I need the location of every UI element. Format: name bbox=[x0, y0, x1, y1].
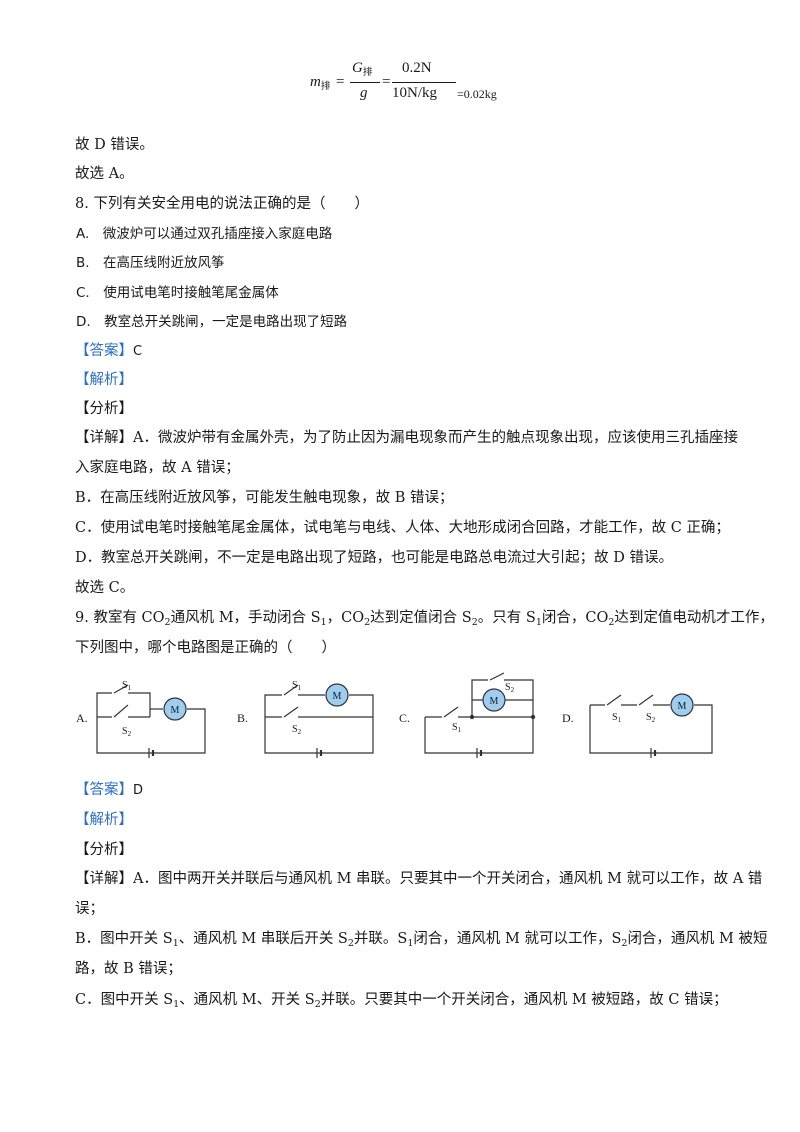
equals-sign-2: = bbox=[382, 74, 391, 90]
motor-a-label: M bbox=[171, 705, 180, 716]
mass-formula: m排 = G排 g = 0.2N 10N/kg =0.02kg bbox=[310, 60, 510, 110]
detail-line: 【详解】A．微波炉带有金属外壳，为了防止因为漏电现象而产生的触点现象出现，应该使… bbox=[75, 430, 738, 446]
detail-line: C．图中开关 S1、通风机 M、开关 S2并联。只要其中一个开关闭合，通风机 M… bbox=[75, 992, 728, 1010]
circuit-c-letter: C. bbox=[399, 711, 410, 725]
question-8: 8. 下列有关安全用电的说法正确的是（ ） bbox=[75, 196, 369, 212]
detail-line: B．图中开关 S1、通风机 M 串联后开关 S2并联。S1闭合，通风机 M 就可… bbox=[75, 931, 768, 949]
fraction1-denominator: g bbox=[360, 85, 368, 101]
b-s1: S1 bbox=[292, 680, 302, 692]
c-s1: S1 bbox=[452, 722, 462, 734]
detail-line: 误； bbox=[75, 901, 104, 917]
question-9: 9. 教室有 CO2通风机 M，手动闭合 S1，CO2达到定值闭合 S2。只有 … bbox=[75, 610, 774, 628]
circuit-b bbox=[264, 684, 374, 758]
circuit-a bbox=[96, 684, 206, 758]
text-line: 故选 A。 bbox=[75, 166, 134, 182]
answer-tag: 【答案】 bbox=[75, 782, 133, 798]
answer-value: D bbox=[133, 783, 144, 798]
motor-b-icon bbox=[325, 683, 349, 707]
a-s2: S2 bbox=[122, 726, 132, 738]
a-s1: S1 bbox=[122, 680, 132, 692]
question-9-line2: 下列图中，哪个电路图是正确的（ ） bbox=[75, 640, 336, 656]
circuit-d bbox=[589, 694, 713, 758]
detail-line: 入家庭电路，故 A 错误； bbox=[75, 460, 240, 476]
fraction2-bar bbox=[392, 82, 456, 83]
answer-tag: 【答案】 bbox=[75, 343, 133, 359]
formula-lhs: m排 bbox=[310, 74, 331, 92]
option-a: A. 微波炉可以通过双孔插座接入家庭电路 bbox=[76, 226, 333, 242]
detail-line: B．在高压线附近放风筝，可能发生触电现象，故 B 错误； bbox=[75, 490, 454, 506]
option-b: B. 在高压线附近放风筝 bbox=[76, 255, 225, 271]
motor-a-icon bbox=[163, 697, 187, 721]
c-s2: S2 bbox=[505, 682, 515, 694]
text-line: 故 D 错误。 bbox=[75, 137, 154, 153]
fraction2-denominator: 10N/kg bbox=[392, 85, 437, 101]
fraction1-numerator: G排 bbox=[352, 60, 373, 78]
motor-c-label: M bbox=[490, 696, 499, 707]
option-d: D. 教室总开关跳闸，一定是电路出现了短路 bbox=[76, 314, 348, 330]
circuit-b-letter: B. bbox=[237, 711, 248, 725]
detail-line: C．使用试电笔时接触笔尾金属体，试电笔与电线、人体、大地形成闭合回路，才能工作，… bbox=[75, 520, 730, 536]
motor-d-icon bbox=[670, 693, 694, 717]
analysis-tag: 【解析】 bbox=[75, 812, 133, 828]
answer-9: 【答案】D bbox=[75, 780, 143, 801]
formula-result: =0.02kg bbox=[457, 87, 497, 101]
detail-line: D．教室总开关跳闸，不一定是电路出现了短路，也可能是电路总电流过大引起；故 D … bbox=[75, 550, 673, 566]
fenxi-heading: 【分析】 bbox=[75, 401, 133, 417]
d-s2: S2 bbox=[646, 712, 656, 724]
fraction1-bar bbox=[350, 82, 380, 83]
circuit-diagrams: M M M M A. B. C. D. S1 S2 S1 S2 S2 S1 S1… bbox=[76, 672, 713, 758]
motor-c-icon bbox=[482, 688, 506, 712]
b-s2: S2 bbox=[292, 724, 302, 736]
circuit-d-letter: D. bbox=[562, 711, 574, 725]
motor-b-label: M bbox=[333, 691, 342, 702]
equals-sign: = bbox=[336, 74, 345, 90]
analysis-tag: 【解析】 bbox=[75, 372, 133, 388]
fraction2-numerator: 0.2N bbox=[402, 60, 432, 76]
detail-line: 路，故 B 错误； bbox=[75, 961, 182, 977]
option-c: C. 使用试电笔时接触笔尾金属体 bbox=[76, 285, 279, 301]
detail-line: 【详解】A．图中两开关并联后与通风机 M 串联。只要其中一个开关闭合，通风机 M… bbox=[75, 871, 763, 887]
motor-d-label: M bbox=[678, 701, 687, 712]
circuit-c bbox=[424, 672, 536, 758]
fenxi-heading: 【分析】 bbox=[75, 842, 133, 858]
answer-value: C bbox=[133, 344, 143, 359]
select-line: 故选 C。 bbox=[75, 580, 135, 596]
d-s1: S1 bbox=[612, 712, 622, 724]
circuit-a-letter: A. bbox=[76, 711, 88, 725]
answer-8: 【答案】C bbox=[75, 341, 142, 362]
